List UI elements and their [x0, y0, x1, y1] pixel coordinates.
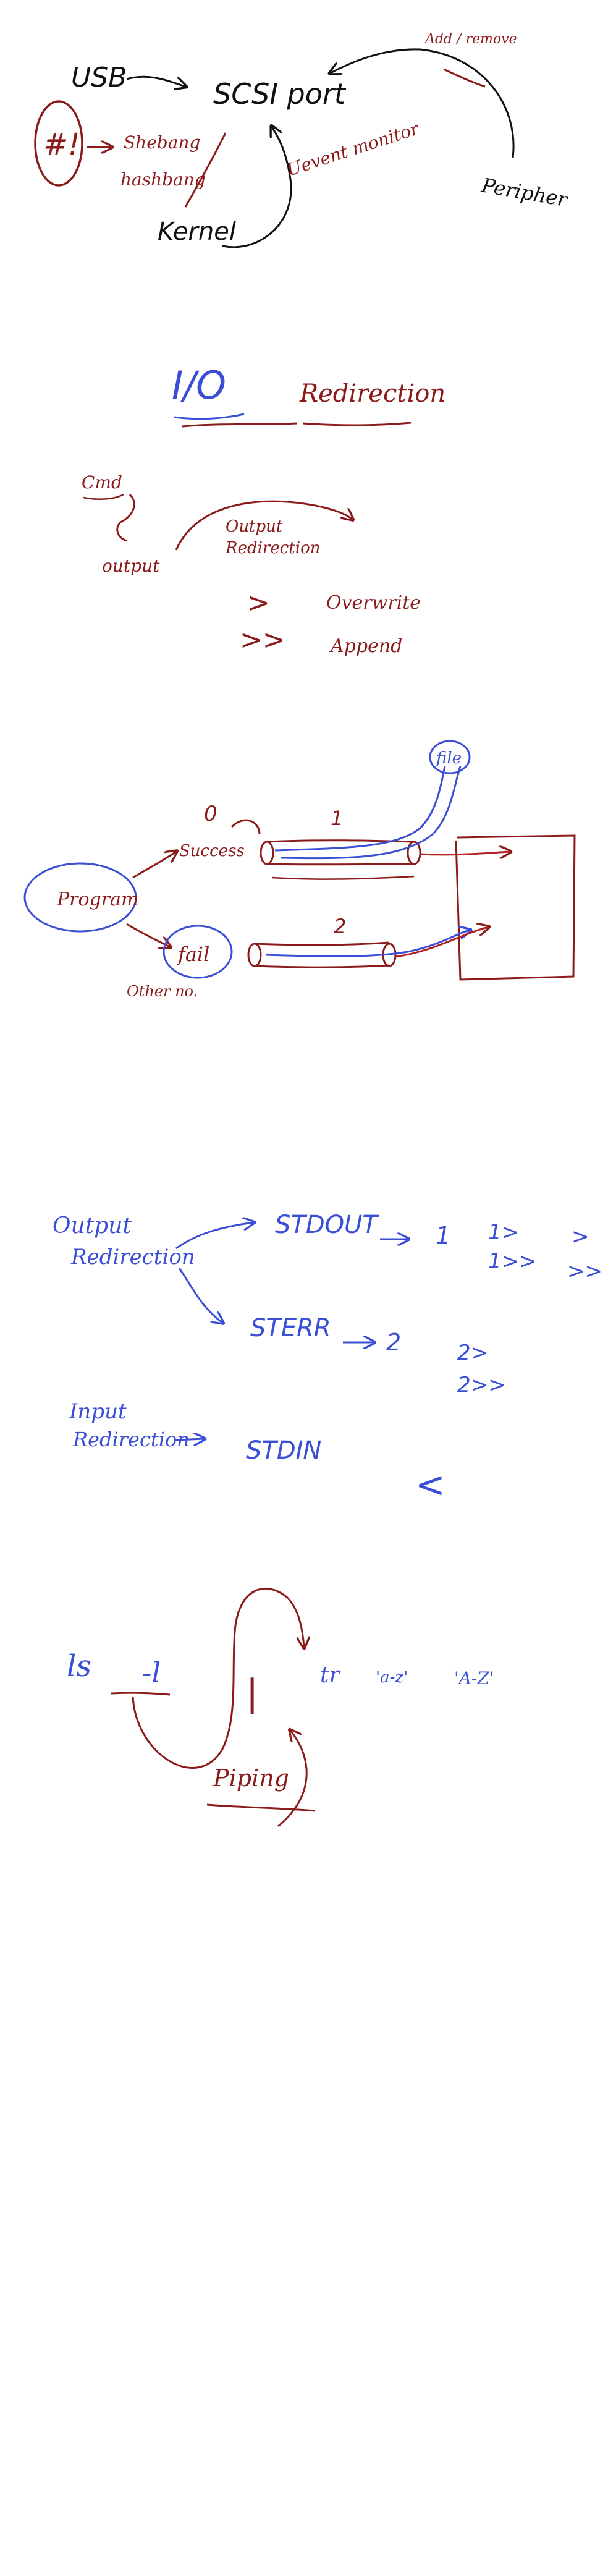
scsi-port-label: SCSI port	[213, 77, 347, 111]
output-redirection-label-1: Output	[226, 517, 283, 536]
stdout-number: 1	[436, 1222, 450, 1249]
stderr-blue-flow	[265, 930, 470, 957]
stdout-op-1: 1>	[488, 1220, 519, 1245]
destination-box	[455, 834, 576, 981]
append-label: Append	[329, 635, 402, 657]
cmd-to-output-curve	[116, 493, 135, 542]
title-redirection: Redirection	[299, 379, 445, 408]
success-hook	[230, 819, 261, 835]
title-io: I/O	[172, 363, 226, 408]
success-label: Success	[179, 842, 245, 860]
to-stdout-arrow	[175, 1222, 253, 1250]
stderr-pipe-top	[254, 941, 390, 946]
file-label: file	[435, 749, 462, 768]
cmd-underline	[83, 493, 124, 500]
pipe-char: |	[246, 1672, 258, 1715]
stderr-label: STERR	[250, 1314, 331, 1342]
stdout-pipe-number: 1	[331, 807, 343, 830]
add-remove-label: Add / remove	[424, 32, 517, 47]
tr-arg-2: 'A-Z'	[454, 1668, 494, 1688]
success-code: 0	[204, 802, 217, 826]
program-to-success-arrow	[132, 852, 176, 879]
section-program-streams: Program 0 Success fail Other no. 1 2 fil…	[23, 740, 576, 1000]
title-io-underline-red	[182, 422, 297, 428]
stdout-pipe-bottom	[266, 863, 415, 866]
ls-flag: -l	[142, 1656, 161, 1689]
ls-command: ls	[67, 1649, 91, 1684]
stdin-op: <	[415, 1464, 445, 1506]
tr-command: tr	[320, 1663, 340, 1688]
program-label: Program	[56, 889, 138, 910]
stderr-pipe-inlet	[247, 943, 262, 967]
piping-underline	[206, 1803, 316, 1812]
title-io-underline-blue	[174, 413, 245, 420]
pipe-arc	[132, 1587, 304, 1769]
shebang-mark: #!	[43, 127, 80, 162]
peripher-label: Peripher	[479, 173, 570, 211]
stdout-short-1: >	[572, 1224, 589, 1249]
udev-monitor-label: Uevent monitor	[284, 118, 422, 180]
usb-label: USB	[71, 62, 127, 93]
section-stream-table: Output Redirection STDOUT 1 1> 1>> > >> …	[53, 1211, 602, 1506]
stderr-pipe-bottom	[254, 964, 390, 968]
output-redirection-title-1: Output	[53, 1213, 132, 1239]
tr-arg-1: 'a-z'	[376, 1668, 408, 1687]
stdout-blue-flow-2	[281, 766, 462, 860]
stdin-label: STDIN	[246, 1436, 321, 1465]
input-redirection-title-2: Redirection	[72, 1428, 190, 1451]
stdout-red-arrow	[420, 852, 510, 855]
piping-pointer	[277, 1731, 308, 1828]
input-redirection-title-1: Input	[69, 1399, 127, 1424]
kernel-to-scsi-arrow	[222, 127, 292, 248]
peripheral-to-scsi-arrow	[331, 48, 515, 158]
stderr-number: 2	[386, 1329, 401, 1356]
to-stdin-arrow	[175, 1439, 204, 1440]
stderr-op-2: 2>>	[457, 1373, 506, 1397]
append-symbol: >>	[240, 624, 285, 656]
stderr-pipe-number: 2	[334, 915, 346, 938]
program-to-fail-arrow	[126, 923, 170, 947]
fail-label: fail	[177, 943, 209, 966]
section-device-hotplug: USB SCSI port Add / remove Peripher Ueve…	[34, 32, 570, 248]
shebang-circle	[34, 100, 83, 187]
program-bubble	[23, 862, 137, 933]
output-redirection-label-2: Redirection	[225, 539, 320, 557]
stdout-pipe-top	[266, 839, 415, 843]
stdout-pipe-underline	[271, 875, 415, 880]
kernel-label: Kernel	[158, 218, 236, 246]
section-piping: ls -l | tr 'a-z' 'A-Z' Piping	[67, 1587, 494, 1828]
piping-label: Piping	[213, 1765, 289, 1792]
overwrite-symbol: >	[247, 587, 270, 619]
section-io-redirection: I/O Redirection Cmd output Output Redire…	[82, 363, 445, 657]
ls-underline	[111, 1692, 171, 1696]
stdout-op-2: 1>>	[488, 1249, 537, 1274]
stdout-pipe-inlet	[260, 841, 274, 865]
hashbang-label: hashbang	[120, 169, 206, 190]
other-no-label: Other no.	[127, 983, 198, 1000]
stdout-blue-flow	[274, 766, 446, 852]
add-remove-underline	[443, 68, 486, 88]
overwrite-label: Overwrite	[326, 592, 421, 614]
file-bubble	[429, 740, 471, 774]
stderr-op-1: 2>	[457, 1341, 488, 1365]
stderr-red-arrow	[395, 927, 488, 958]
title-redirection-underline	[302, 422, 412, 426]
usb-to-scsi-arrow	[126, 75, 185, 87]
fail-bubble	[163, 925, 233, 979]
to-stderr-arrow	[178, 1268, 222, 1323]
stdout-label: STDOUT	[275, 1211, 379, 1239]
shebang-slash	[184, 132, 227, 208]
output-redirection-title-2: Redirection	[70, 1245, 195, 1269]
stdout-pipe-outlet	[407, 841, 421, 865]
output-label: output	[102, 556, 160, 576]
cmd-label: Cmd	[82, 472, 122, 493]
shebang-label: Shebang	[124, 132, 200, 153]
output-redirection-arrow	[175, 500, 352, 551]
stdout-short-2: >>	[567, 1259, 602, 1284]
